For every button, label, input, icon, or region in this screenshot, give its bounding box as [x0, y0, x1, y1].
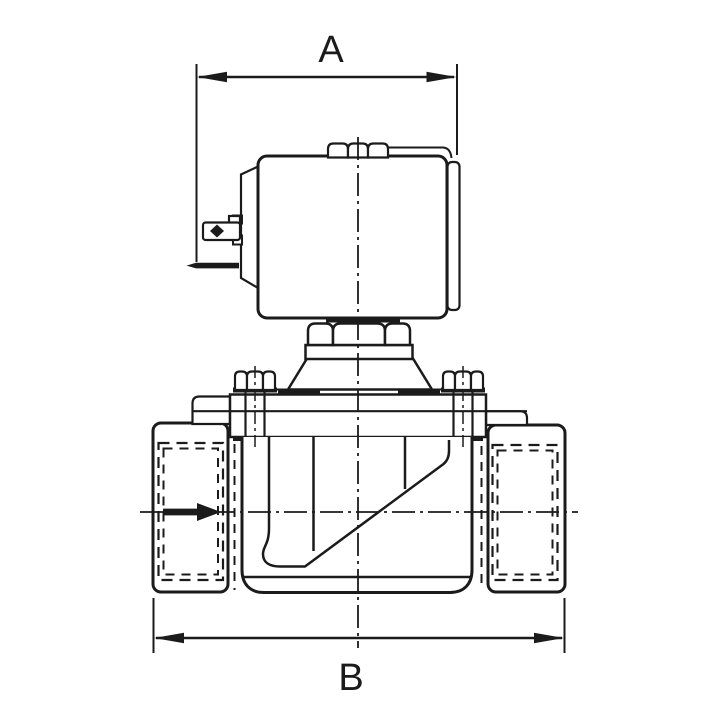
bonnet-flange	[191, 388, 529, 439]
union-nut-facet-left	[306, 322, 335, 347]
inlet-port	[151, 421, 230, 594]
flange-step-right	[484, 410, 529, 427]
valve-body	[240, 437, 474, 594]
flange-bolt-left	[233, 370, 277, 437]
dimension-b: B	[152, 598, 566, 699]
gasket-shading-left	[278, 389, 320, 394]
union-nut-facet-center	[331, 322, 387, 347]
bolt-left-head-facet	[261, 370, 277, 392]
dimension-a: A	[195, 29, 458, 262]
dimension-a-arrowhead-left-icon	[197, 71, 227, 83]
valve-body-outline	[240, 437, 474, 594]
bonnet-cone-assembly	[285, 318, 435, 391]
dimension-b-arrowhead-right-icon	[534, 632, 564, 644]
inlet-port-body	[151, 421, 230, 594]
union-nut-facet-right	[383, 322, 412, 347]
flow-direction-arrow-icon	[163, 503, 221, 521]
flange-bolt-right	[441, 370, 485, 437]
coil-top-edge-line	[388, 146, 453, 159]
dimension-a-arrowhead-right-icon	[426, 71, 457, 83]
bonnet-cone	[285, 357, 435, 391]
terminal-blade	[186, 262, 239, 269]
solenoid-coil	[186, 142, 461, 320]
top-nut-facet-left	[326, 142, 350, 159]
top-nut-facet-right	[366, 142, 390, 159]
electrical-connector	[201, 214, 242, 242]
bolt-right-head-facet	[469, 370, 485, 392]
coil-side-bracket	[239, 164, 260, 290]
coil-housing	[256, 154, 449, 320]
bolt-right-head-facet	[441, 370, 457, 392]
dimension-b-label: B	[338, 657, 363, 699]
diaphragm-plunger-outline	[261, 437, 451, 568]
union-neck	[304, 343, 414, 361]
dimension-a-label: A	[318, 29, 344, 71]
coil-end-cap	[446, 160, 461, 312]
coil-nut-seam-shading	[326, 318, 400, 323]
connector-screw-icon	[210, 224, 224, 238]
gasket-shading-right	[398, 389, 440, 394]
dimension-b-arrowhead-left-icon	[154, 632, 184, 644]
outlet-port	[486, 423, 567, 594]
bolt-left-head-facet	[233, 370, 249, 392]
